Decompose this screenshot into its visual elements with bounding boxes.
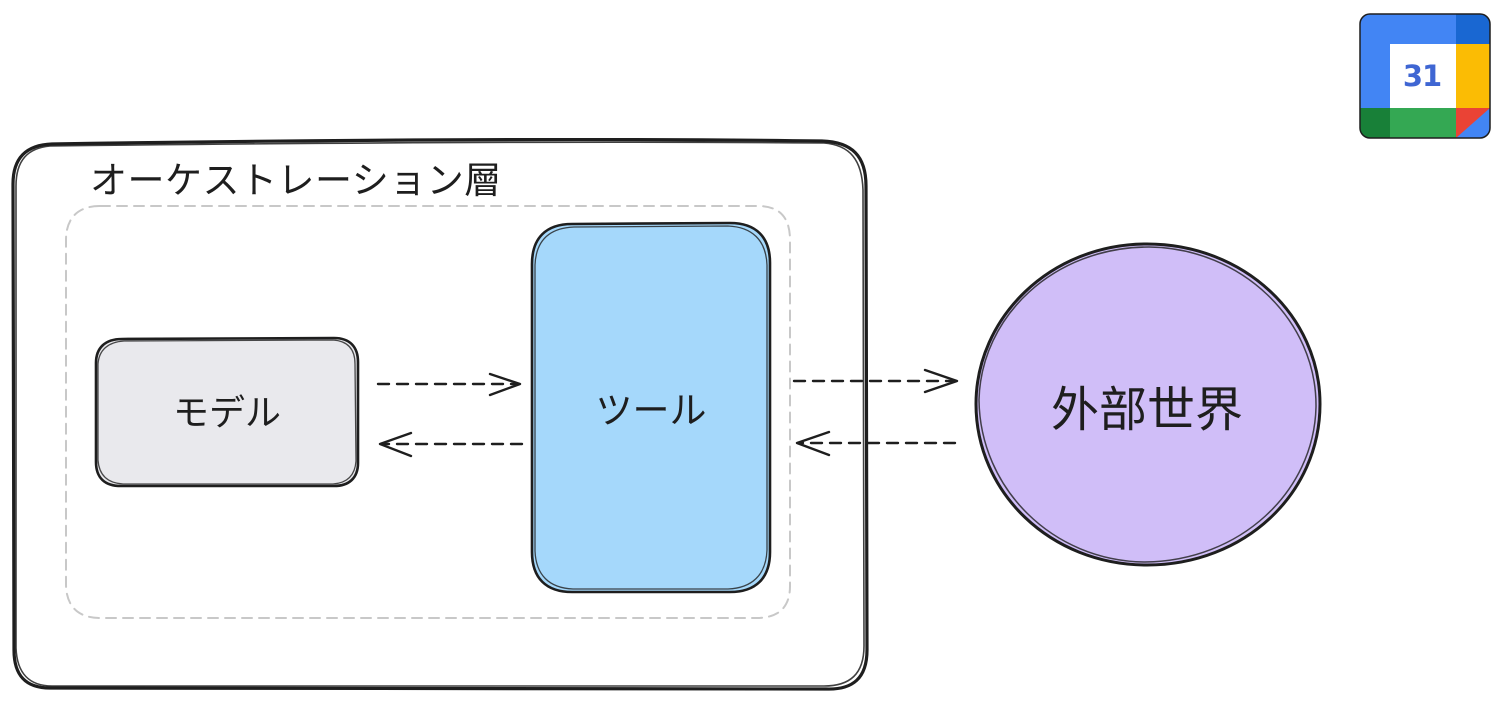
orchestration-layer-title: オーケストレーション層 [90,159,502,202]
orchestration-layer-box [11,137,869,692]
external-world-node [974,242,1322,567]
external-world-label: 外部世界 [1050,382,1244,438]
arrow-model-to-tool [376,372,522,397]
arrow-tool-to-world [792,368,959,394]
model-label: モデル [172,393,282,434]
model-node [94,336,360,488]
arrow-tool-to-model [378,431,524,458]
inner-group-outline [65,205,791,619]
tool-label: ツール [595,389,707,432]
calendar-app-icon[interactable] [1359,13,1491,139]
arrow-world-to-tool [795,430,957,457]
calendar-day-number: 31 [1402,59,1442,93]
tool-node [530,221,772,594]
